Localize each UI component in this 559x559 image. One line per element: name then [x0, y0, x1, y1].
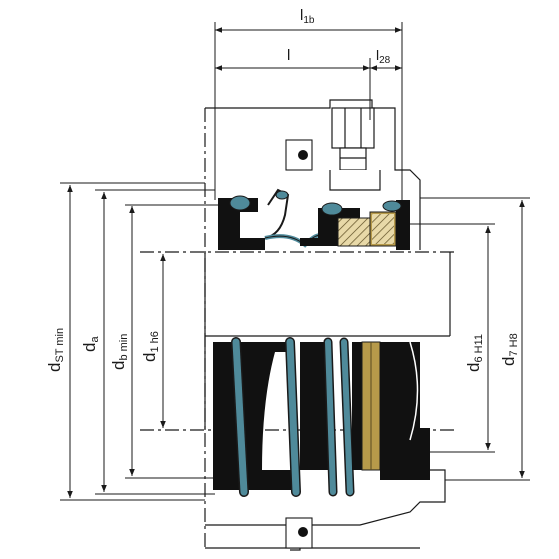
housing-o-ring-bottom — [285, 517, 313, 549]
dim-label-d6-h11: d6 H11 — [464, 334, 485, 372]
dim-label-d7-h8: d7 H8 — [499, 333, 520, 366]
dimension-lines — [60, 22, 530, 501]
threaded-port — [329, 107, 381, 191]
dim-label-d-st-min: dST min — [45, 328, 66, 372]
dim-label-d1-h6: d1 h6 — [140, 331, 161, 362]
dim-label-l1b: l1b — [300, 7, 315, 26]
upper-seal-section — [218, 188, 410, 250]
dim-label-d-a: da — [80, 336, 101, 352]
dim-label-d-b-min: db min — [109, 334, 130, 370]
lower-seal-section — [213, 337, 430, 497]
dim-label-l28: l28 — [376, 47, 391, 66]
dim-label-l: l — [287, 47, 290, 64]
housing-o-ring-top — [285, 139, 313, 171]
